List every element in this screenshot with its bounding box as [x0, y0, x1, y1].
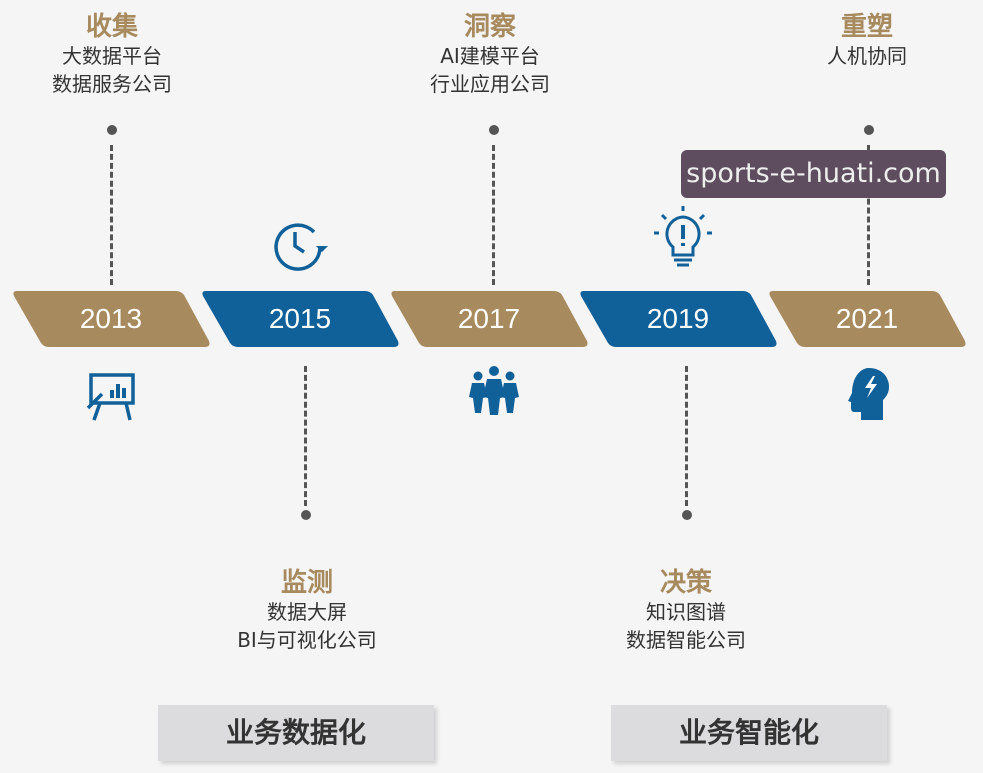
banner-shape: [580, 291, 777, 347]
stage-desc-2019: 知识图谱数据智能公司: [586, 598, 786, 654]
phase-label-business-datafication: 业务数据化: [158, 705, 434, 761]
desc-line: 数据大屏: [267, 600, 347, 624]
stage-title-2019: 决策: [659, 568, 712, 598]
dashed-connector: [492, 145, 495, 285]
clock-refresh-icon: [274, 223, 328, 271]
presentation-chart-icon: [86, 373, 135, 421]
timeline-dot: [301, 510, 311, 520]
dashed-connector: [867, 145, 870, 285]
banner-shape: [202, 291, 399, 347]
desc-line: BI与可视化公司: [237, 628, 377, 652]
timeline-dot: [489, 125, 499, 135]
year-banner-2017: 2017: [391, 291, 588, 347]
timeline-dot: [682, 510, 692, 520]
stage-desc-2017: AI建模平台行业应用公司: [390, 42, 590, 98]
desc-line: 人机协同: [827, 44, 907, 68]
stage-desc-2013: 大数据平台数据服务公司: [12, 42, 212, 98]
team-icon: [469, 366, 519, 415]
head-brain-icon: [848, 368, 889, 420]
banner-shape: [769, 291, 966, 347]
year-banner-2019: 2019: [580, 291, 777, 347]
year-banner-2015: 2015: [202, 291, 399, 347]
stage-title-2013: 收集: [85, 12, 138, 42]
banner-shape: [391, 291, 588, 347]
stage-title-2015: 监测: [280, 568, 333, 598]
dashed-connector: [304, 366, 307, 506]
desc-line: 数据服务公司: [52, 72, 172, 96]
year-label: 2013: [79, 303, 143, 334]
watermark: sports-e-huati.com: [681, 150, 946, 198]
year-label: 2017: [457, 303, 521, 334]
stage-title-2021: 重塑: [840, 12, 893, 42]
year-label: 2015: [268, 303, 332, 334]
stage-title-2017: 洞察: [463, 12, 516, 42]
desc-line: 知识图谱: [646, 600, 726, 624]
desc-line: 数据智能公司: [626, 628, 746, 652]
timeline-dot: [864, 125, 874, 135]
desc-line: AI建模平台: [440, 44, 540, 68]
desc-line: 大数据平台: [62, 44, 162, 68]
year-banner-2013: 2013: [13, 291, 210, 347]
stage-desc-2015: 数据大屏 BI与可视化公司: [207, 598, 407, 654]
dashed-connector: [110, 145, 113, 285]
year-label: 2019: [646, 303, 710, 334]
dashed-connector: [685, 366, 688, 506]
banner-shape: [13, 291, 210, 347]
year-label: 2021: [835, 303, 899, 334]
year-banner-2021: 2021: [769, 291, 966, 347]
lightbulb-idea-icon: [654, 206, 712, 267]
desc-line: 行业应用公司: [430, 72, 550, 96]
timeline-dot: [107, 125, 117, 135]
stage-desc-2021: 人机协同: [767, 42, 967, 70]
phase-label-business-intelligence: 业务智能化: [611, 705, 887, 761]
